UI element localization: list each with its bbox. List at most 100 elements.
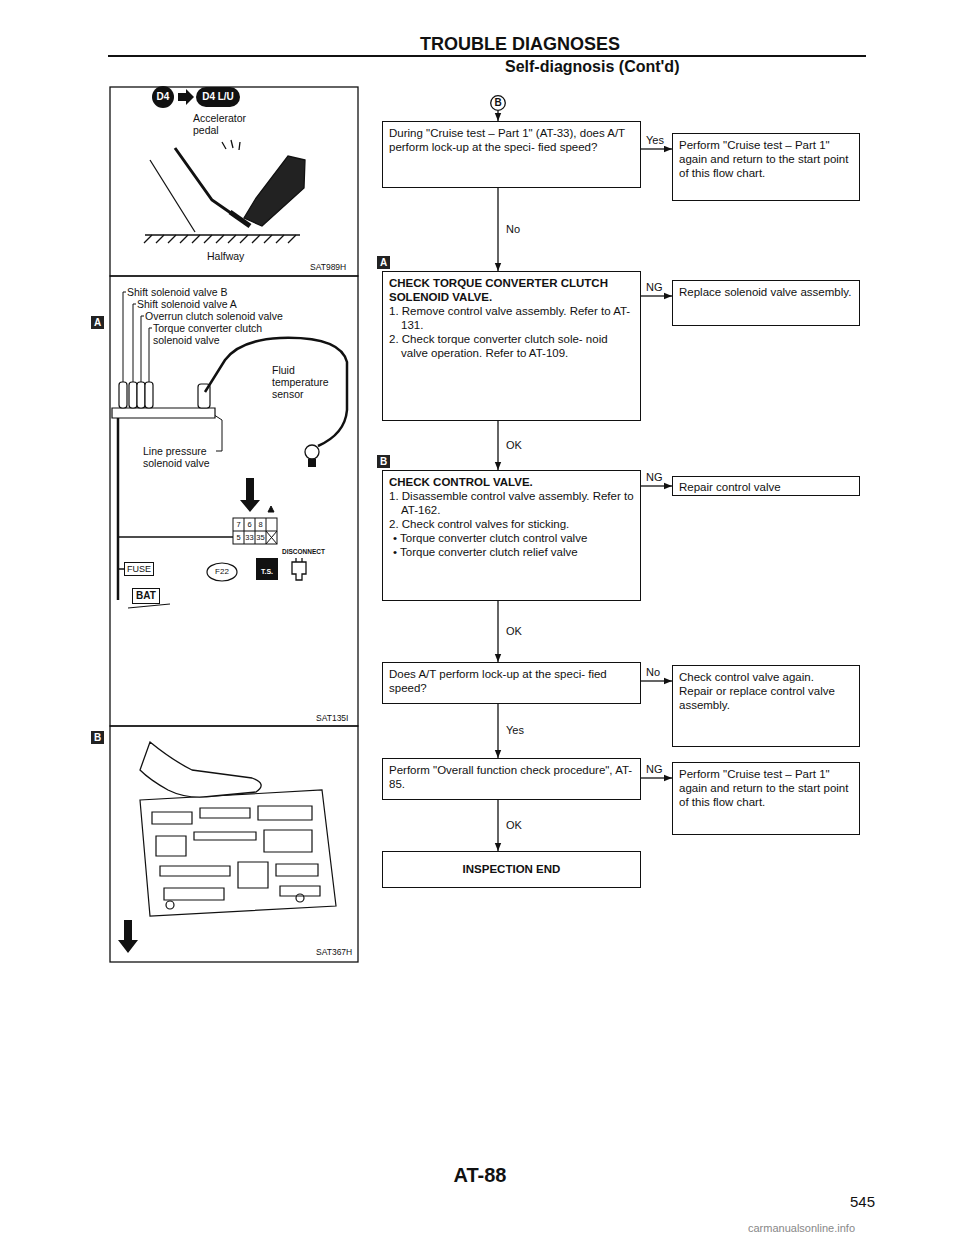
plug-icon	[292, 558, 306, 580]
connector-id-symbol	[207, 563, 237, 581]
flow-arrow	[641, 777, 672, 778]
figure-code: SAT367H	[316, 946, 352, 958]
pedal-drawing	[144, 140, 305, 243]
part-name: Shift solenoid valve B	[127, 286, 227, 298]
branch-label: OK	[505, 625, 523, 637]
connector-circle: B	[490, 95, 506, 111]
box-text: 1. Disassemble control valve assembly. R…	[389, 489, 634, 517]
control-valve-body	[140, 790, 336, 916]
decision-box: During "Cruise test – Part 1" (AT-33), d…	[382, 121, 641, 188]
flow-arrow	[497, 601, 498, 662]
box-text: 1. Remove control valve assembly. Refer …	[389, 304, 634, 332]
page-number: 545	[850, 1193, 875, 1210]
symbol-note: DISCONNECT	[282, 548, 325, 556]
battery-base	[128, 604, 170, 608]
action-box: Perform "Cruise test – Part 1" again and…	[672, 762, 860, 835]
branch-label: NG	[645, 763, 664, 775]
pin-number: 35	[255, 531, 266, 544]
branch-label: No	[505, 223, 521, 235]
part-name: Halfway	[207, 250, 244, 262]
flow-arrow	[497, 800, 498, 851]
pin-number: 8	[255, 518, 266, 531]
flow-arrow	[641, 485, 672, 486]
process-box: Perform "Overall function check procedur…	[382, 758, 641, 800]
end-box: INSPECTION END	[382, 851, 641, 888]
box-text: • Torque converter clutch control valve	[389, 531, 634, 545]
section-marker: A	[91, 316, 104, 329]
section-marker: B	[377, 455, 390, 468]
figure-code: SAT135I	[316, 712, 348, 724]
section-marker: A	[377, 256, 390, 269]
section-marker: B	[91, 731, 104, 744]
branch-label: OK	[505, 819, 523, 831]
page-number: AT-88	[440, 1164, 520, 1186]
figure-code: SAT989H	[310, 261, 346, 273]
box-text: • Torque converter clutch relief valve	[389, 545, 634, 559]
illustration-panels	[110, 87, 358, 962]
test-symbol	[256, 558, 278, 580]
part-name: Fluid temperature sensor	[272, 364, 338, 400]
watermark: carmanualsonline.info	[748, 1222, 855, 1234]
box-text: Check control valve again.	[679, 670, 853, 684]
flow-arrow	[497, 421, 498, 470]
box-heading: CHECK TORQUE CONVERTER CLUTCH SOLENOID V…	[389, 276, 634, 304]
box-text: 2. Check torque converter clutch sole- n…	[389, 332, 634, 360]
action-box: Repair control valve	[672, 476, 860, 496]
wiring-harness	[118, 338, 347, 600]
branch-label: OK	[505, 439, 523, 451]
flow-arrow	[641, 148, 672, 149]
part-name: Overrun clutch solenoid valve	[145, 310, 283, 322]
box-text: INSPECTION END	[389, 862, 634, 876]
solenoid-assembly	[112, 382, 215, 418]
range-indicator: D4	[152, 91, 174, 103]
box-text: Does A/T perform lock-up at the speci- f…	[389, 667, 634, 695]
fluid-temperature-sensor	[305, 445, 319, 467]
box-text: Perform "Overall function check procedur…	[389, 763, 634, 791]
action-box: Perform "Cruise test – Part 1" again and…	[672, 133, 860, 201]
flow-arrow	[641, 295, 672, 296]
part-name: Shift solenoid valve A	[137, 298, 237, 310]
box-text: Repair control valve	[679, 480, 853, 494]
pin-number: 5	[233, 531, 244, 544]
connector-grid	[233, 506, 277, 544]
range-indicator: D4 L/U	[196, 91, 240, 103]
fuse-symbol: FUSE	[124, 562, 154, 576]
box-text: 2. Check control valves for sticking.	[389, 517, 634, 531]
branch-label: Yes	[505, 724, 525, 736]
branch-label: Yes	[645, 134, 665, 146]
flow-arrow	[497, 704, 498, 758]
pin-number: 7	[233, 518, 244, 531]
process-box: CHECK CONTROL VALVE.1. Disassemble contr…	[382, 470, 641, 601]
battery-symbol: BAT	[132, 588, 160, 604]
down-arrow	[118, 920, 138, 953]
pin-number: 33	[244, 531, 255, 544]
connector-id: F22	[210, 566, 234, 578]
box-text: B	[490, 95, 506, 111]
branch-label: NG	[645, 281, 664, 293]
header-rule	[108, 55, 866, 57]
down-arrow	[240, 478, 260, 512]
process-box: CHECK TORQUE CONVERTER CLUTCH SOLENOID V…	[382, 271, 641, 421]
branch-label: NG	[645, 471, 664, 483]
page-title: TROUBLE DIAGNOSES	[320, 34, 720, 54]
box-heading: CHECK CONTROL VALVE.	[389, 475, 634, 489]
part-name: Accelerator pedal	[193, 112, 259, 136]
action-box: Check control valve again.Repair or repl…	[672, 665, 860, 747]
box-text: Repair or replace control valve assembly…	[679, 684, 853, 712]
box-text: Replace solenoid valve assembly.	[679, 285, 853, 299]
flow-arrow	[497, 188, 498, 271]
action-box: Replace solenoid valve assembly.	[672, 280, 860, 326]
part-name: Torque converter clutch solenoid valve	[153, 322, 278, 346]
box-text: Perform "Cruise test – Part 1" again and…	[679, 138, 853, 180]
flow-arrow	[641, 680, 672, 681]
circle-outline	[491, 96, 506, 111]
part-name: Line pressure solenoid valve	[143, 445, 219, 469]
pin-number: 6	[244, 518, 255, 531]
box-text: During "Cruise test – Part 1" (AT-33), d…	[389, 126, 634, 154]
hand-drawing	[140, 742, 261, 797]
flow-arrow	[497, 111, 498, 121]
range-icons	[152, 86, 240, 108]
decision-box: Does A/T perform lock-up at the speci- f…	[382, 662, 641, 704]
branch-label: No	[645, 666, 661, 678]
box-text: Perform "Cruise test – Part 1" again and…	[679, 767, 853, 809]
